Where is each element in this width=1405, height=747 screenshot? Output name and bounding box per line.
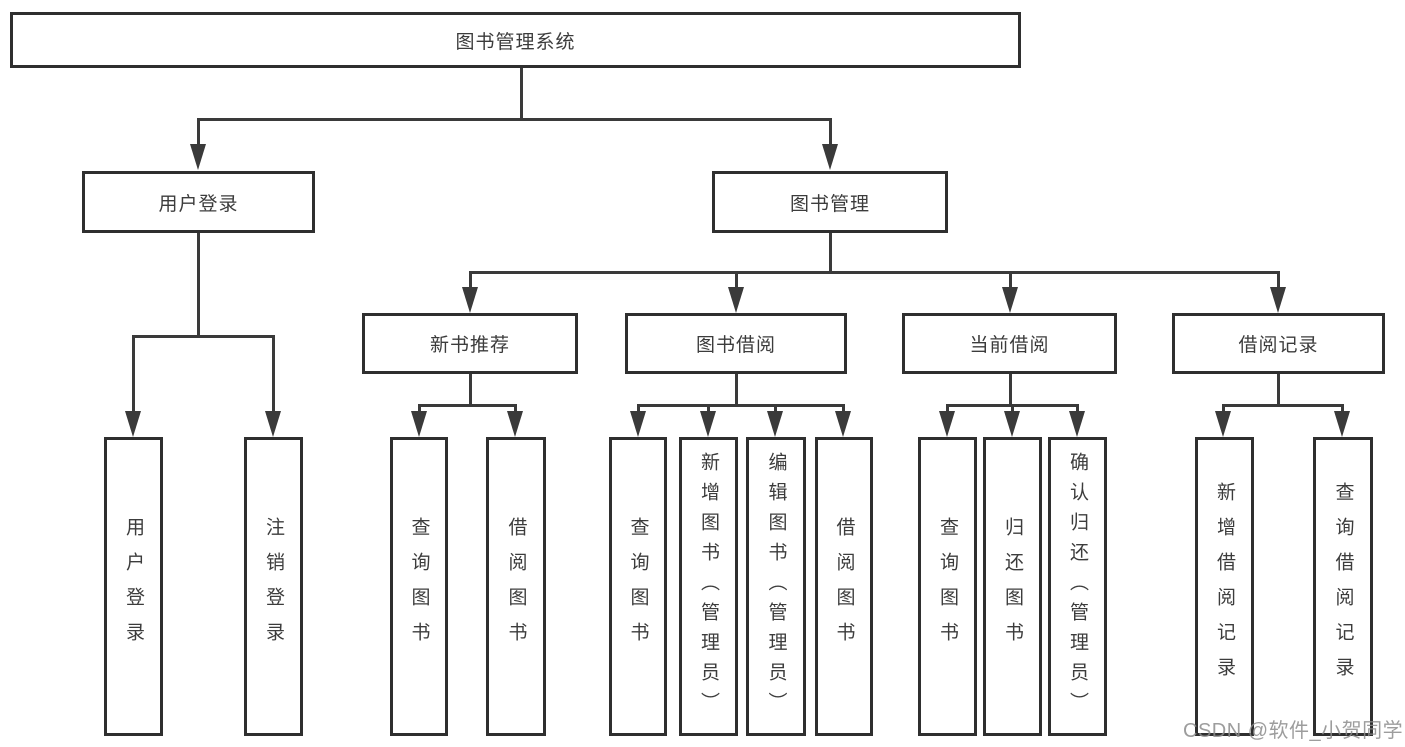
connector-line [514,404,517,416]
arrowhead-icon [767,411,783,437]
node-book-borrowing-label: 图书借阅 [695,335,776,356]
connector-line [774,404,777,416]
connector-line [1076,404,1079,416]
arrowhead-icon [939,411,955,437]
leaf-query-borrow-record: 查询借阅记录 [1313,437,1373,736]
leaf-user-login: 用户登录 [104,437,163,736]
leaf-add-borrow-record: 新增借阅记录 [1195,437,1254,736]
connector-line [418,404,421,416]
leaf-query-books-recommend: 查询图书 [390,437,448,736]
connector-line [1222,404,1225,416]
arrowhead-icon [728,287,744,313]
node-current-borrowing-label: 当前借阅 [969,335,1050,356]
node-new-book-recommend: 新书推荐 [362,313,578,374]
connector-line [946,404,949,416]
connector-line [707,404,710,416]
connector-line [1277,374,1280,406]
leaf-borrow-books-label: 借阅图书 [833,516,855,657]
arrowhead-icon [1002,287,1018,313]
node-borrowing-records: 借阅记录 [1172,313,1385,374]
leaf-borrow-books-recommend: 借阅图书 [486,437,546,736]
connector-line [418,404,517,407]
arrowhead-icon [630,411,646,437]
connector-line [520,68,523,121]
leaf-borrow-books: 借阅图书 [815,437,873,736]
csdn-watermark: CSDN @软件_小贺同学 [1183,720,1404,742]
connector-line [637,404,844,407]
connector-line [197,233,200,338]
arrowhead-icon [1334,411,1350,437]
arrowhead-icon [411,411,427,437]
connector-line [469,374,472,406]
leaf-query-borrow-record-label: 查询借阅记录 [1332,481,1354,692]
node-book-borrowing: 图书借阅 [625,313,847,374]
leaf-confirm-return-admin: 确认归还（管理员） [1048,437,1107,736]
node-borrowing-records-label: 借阅记录 [1238,335,1319,356]
connector-line [829,233,832,273]
arrowhead-icon [1215,411,1231,437]
connector-line [272,335,275,415]
connector-line [1011,404,1014,416]
connector-line [197,118,200,148]
leaf-logout-label: 注销登录 [263,516,284,657]
connector-line [735,374,738,406]
arrowhead-icon [1069,411,1085,437]
leaf-logout: 注销登录 [244,437,303,736]
leaf-add-borrow-record-label: 新增借阅记录 [1214,481,1235,692]
leaf-query-books-borrowing: 查询图书 [609,437,667,736]
node-root: 图书管理系统 [10,12,1021,68]
connector-line [469,271,1280,274]
leaf-query-books-current: 查询图书 [918,437,977,736]
connector-line [1277,271,1280,291]
arrowhead-icon [1004,411,1020,437]
node-book-management-label: 图书管理 [789,193,870,215]
connector-line [1341,404,1344,416]
arrowhead-icon [190,144,206,170]
node-user-login-label: 用户登录 [158,193,239,215]
arrowhead-icon [700,411,716,437]
arrowhead-icon [507,411,523,437]
arrowhead-icon [462,287,478,313]
connector-line [829,118,832,148]
node-current-borrowing: 当前借阅 [902,313,1117,374]
connector-line [469,271,472,291]
arrowhead-icon [1270,287,1286,313]
leaf-add-books-admin: 新增图书（管理员） [679,437,738,736]
connector-line [197,118,832,121]
connector-line [132,335,135,415]
leaf-query-books-recommend-label: 查询图书 [408,516,430,657]
connector-line [637,404,640,416]
leaf-query-books-borrowing-label: 查询图书 [627,516,649,657]
leaf-confirm-return-admin-label: 确认归还（管理员） [1067,451,1088,722]
node-book-management: 图书管理 [712,171,948,233]
connector-line [1009,374,1012,406]
leaf-add-books-admin-label: 新增图书（管理员） [698,451,719,722]
leaf-query-books-current-label: 查询图书 [937,516,958,657]
connector-line [1009,271,1012,291]
node-user-login: 用户登录 [82,171,315,233]
leaf-user-login-label: 用户登录 [123,516,144,657]
arrowhead-icon [125,411,141,437]
leaf-edit-books-admin: 编辑图书（管理员） [746,437,806,736]
leaf-edit-books-admin-label: 编辑图书（管理员） [765,451,787,722]
connector-line [735,271,738,291]
arrowhead-icon [265,411,281,437]
connector-line [1222,404,1343,407]
leaf-return-books-label: 归还图书 [1002,516,1023,657]
leaf-borrow-books-recommend-label: 借阅图书 [505,516,527,657]
arrowhead-icon [835,411,851,437]
node-root-label: 图书管理系统 [455,31,576,53]
arrowhead-icon [822,144,838,170]
connector-line [842,404,845,416]
connector-line [132,335,274,338]
leaf-return-books: 归还图书 [983,437,1042,736]
node-new-book-recommend-label: 新书推荐 [429,335,510,356]
